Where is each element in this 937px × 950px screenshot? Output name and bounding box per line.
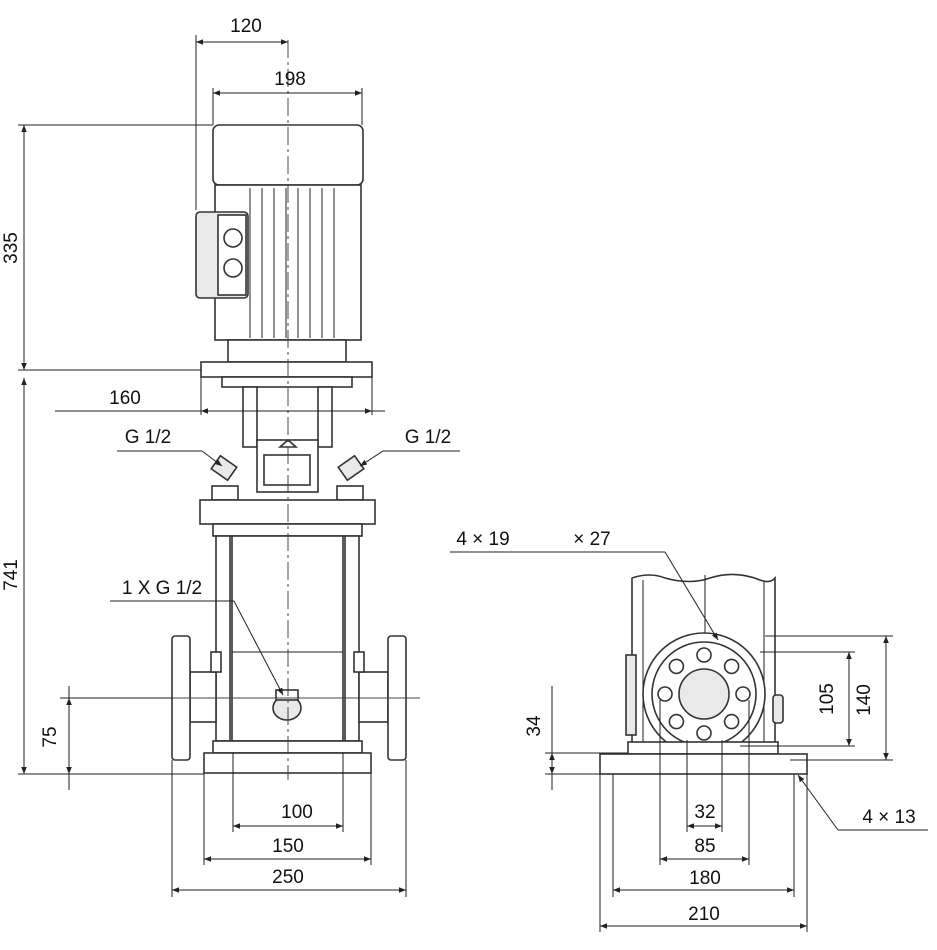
motor-flange <box>200 361 373 378</box>
dim-105: 105 <box>817 683 838 715</box>
dim-32: 32 <box>694 802 715 823</box>
label-drain: 1 X G 1/2 <box>122 578 202 599</box>
bolt-head-left <box>211 485 239 501</box>
dim-180: 180 <box>689 868 721 889</box>
dim-210: 210 <box>688 904 720 925</box>
inlet-chamber <box>189 671 217 723</box>
chamber-neck-left <box>210 651 222 673</box>
pump-base-view <box>599 573 808 775</box>
bolt-head-right <box>336 485 364 501</box>
dim-250: 250 <box>272 867 304 888</box>
label-g12-left: G 1/2 <box>125 427 171 448</box>
label-bolt-circle: × 27 <box>573 529 611 550</box>
cable-gland-lower <box>223 258 243 278</box>
vent-plug-left <box>210 454 238 482</box>
motor-lower-ring <box>227 339 347 363</box>
dim-100: 100 <box>281 802 313 823</box>
base-plate-plan <box>599 753 808 775</box>
lantern-leg-right <box>317 386 333 448</box>
dim-34: 34 <box>524 715 545 737</box>
bolt-hole-1 <box>696 647 712 663</box>
dim-335: 335 <box>1 232 22 264</box>
drain-plug-head <box>275 689 299 701</box>
label-g12-right: G 1/2 <box>405 427 451 448</box>
bolt-hole-2 <box>723 658 740 675</box>
side-boss-left <box>625 654 637 736</box>
dim-741: 741 <box>1 559 22 591</box>
dim-120: 120 <box>230 16 262 37</box>
bolt-hole-4 <box>723 713 740 730</box>
flange-bolt-holes <box>657 647 751 741</box>
bolt-hole-7 <box>657 686 673 702</box>
port-bore <box>678 668 730 720</box>
dim-198: 198 <box>274 69 306 90</box>
pump-front-view <box>150 40 420 780</box>
motor-flange-lip <box>221 376 353 388</box>
bolt-hole-6 <box>668 713 685 730</box>
dim-160: 160 <box>109 388 141 409</box>
dim-140: 140 <box>854 684 875 716</box>
front-dimensions: 120 198 335 741 160 75 100 <box>1 16 460 897</box>
lantern-leg-left <box>242 386 258 448</box>
outlet-chamber <box>358 671 389 723</box>
chamber-neck-right <box>353 651 365 673</box>
base-dimensions: 4 × 19 × 27 140 105 34 32 85 180 <box>450 529 928 932</box>
dim-150: 150 <box>272 836 304 857</box>
side-boss-right <box>772 694 784 724</box>
bolt-hole-3 <box>735 686 751 702</box>
motor-fins <box>249 188 335 338</box>
dim-75: 75 <box>40 726 61 747</box>
bolt-hole-8 <box>668 658 685 675</box>
terminal-box-cover <box>217 214 247 296</box>
vent-plug-right <box>337 454 365 482</box>
cable-gland-upper <box>223 228 243 248</box>
label-holes: 4 × 19 <box>456 529 509 550</box>
base-top-plan <box>627 741 779 755</box>
dim-85: 85 <box>694 836 715 857</box>
tie-rod-right <box>344 535 360 742</box>
tie-rod-left <box>215 535 231 742</box>
label-foot-holes: 4 × 13 <box>862 807 915 828</box>
bolt-hole-5 <box>696 725 712 741</box>
coupling-window <box>263 454 311 486</box>
